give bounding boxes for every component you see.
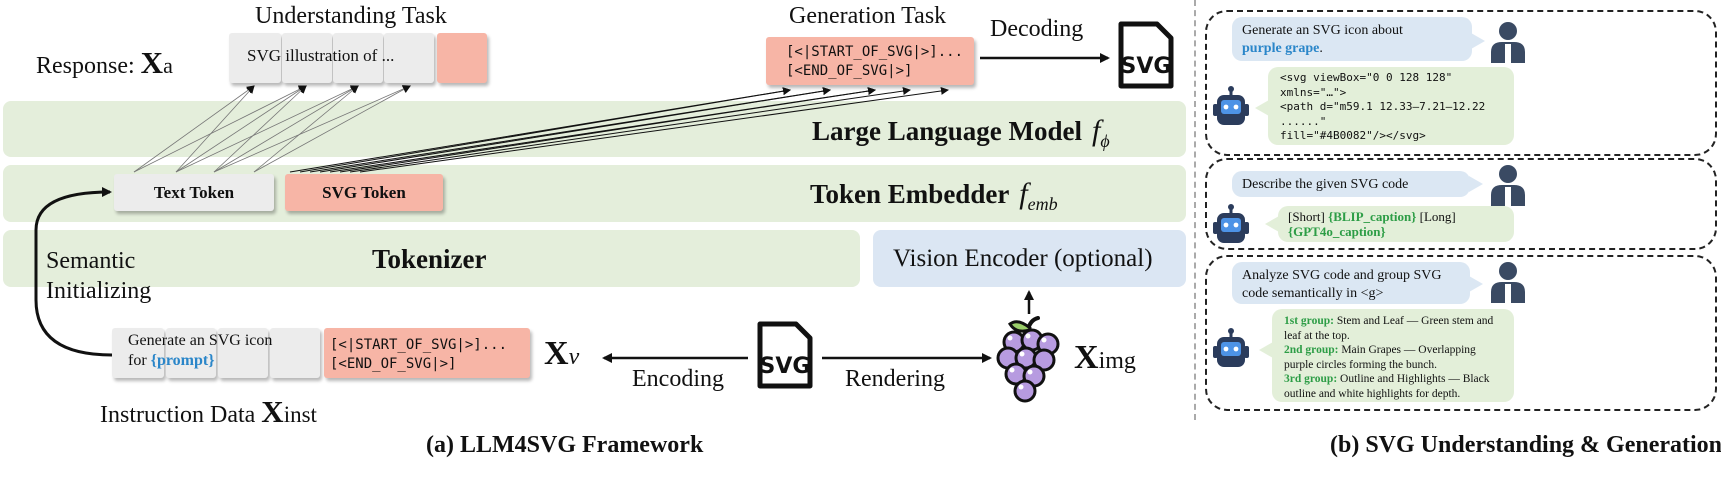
tokenizer-band [3, 230, 860, 287]
instruction-text: Generate an SVG icon for {prompt} [128, 332, 273, 369]
text-token [114, 174, 274, 211]
understanding-output-text: SVG illustration of ... [247, 46, 395, 65]
chat1-bot-tail [1255, 100, 1269, 116]
generation-task-label: Generation Task [789, 3, 947, 29]
user-avatar-icon-3 [1488, 260, 1528, 304]
understanding-token-2 [282, 33, 332, 83]
vision-encoder-band [873, 230, 1186, 287]
text-token-label: Text Token [153, 183, 235, 202]
robot-icon-2 [1211, 204, 1251, 248]
robot-icon-3 [1211, 328, 1251, 372]
rendering-label: Rendering [845, 366, 945, 392]
instruction-token-2 [166, 328, 216, 378]
caption-understanding-generation: (b) SVG Understanding & Generation [1330, 432, 1721, 458]
svg-text:SVG: SVG [1121, 54, 1172, 79]
instruction-token-4 [270, 328, 320, 378]
understanding-token-end [437, 33, 487, 83]
svg-token [285, 174, 443, 211]
chat3-user-bubble: Analyze SVG code and group SVG code sema… [1232, 262, 1470, 304]
caption-framework: (a) LLM4SVG Framework [426, 432, 704, 458]
panel-divider [1194, 0, 1196, 420]
chat2-bot-tail [1265, 216, 1279, 232]
chat-generation-box [1205, 10, 1717, 156]
semantic-initializing-label: Semantic Initializing [46, 248, 152, 304]
understanding-token-3 [333, 33, 383, 83]
grape-icon [996, 316, 1062, 404]
response-label: Response: Xa [36, 45, 173, 80]
llm-band [3, 101, 1186, 157]
chat2-user-tail [1469, 176, 1483, 192]
chat3-user-tail [1469, 276, 1483, 292]
chat-analyze-box [1205, 255, 1717, 411]
understanding-token-1 [229, 33, 281, 83]
svg-text:SVG: SVG [760, 354, 811, 379]
instruction-token-3 [218, 328, 268, 378]
svg-file-icon-top: SVG [1115, 20, 1175, 90]
encoding-label: Encoding [632, 366, 724, 392]
instruction-data-label: Instruction Data Xinst [100, 394, 317, 429]
chat1-user-tail [1471, 33, 1485, 49]
chat2-user-bubble: Describe the given SVG code [1232, 171, 1470, 197]
understanding-token-4 [384, 33, 434, 83]
chat3-bot-bubble: 1st group: Stem and Leaf — Green stem an… [1272, 309, 1514, 402]
instruction-token-1 [112, 328, 164, 378]
user-avatar-icon-2 [1488, 163, 1528, 207]
instruction-svg-tokens [324, 328, 530, 378]
robot-icon-1 [1211, 86, 1251, 130]
chat2-bot-bubble: [Short] {BLIP_caption} [Long]{GPT4o_capt… [1278, 206, 1514, 242]
ximg-symbol: Ximg [1074, 339, 1136, 376]
understanding-task-label: Understanding Task [255, 3, 447, 29]
xv-symbol: Xv [544, 335, 580, 372]
chat1-bot-code: <svg viewBox="0 0 128 128" xmlns="…"> <p… [1268, 67, 1514, 145]
chat-describe-box [1205, 158, 1717, 250]
generation-output-tokens [766, 37, 974, 85]
generation-output-text: [<|START_OF_SVG|>]... [<END_OF_SVG|>] [786, 44, 964, 79]
decoding-label: Decoding [990, 16, 1084, 42]
chat3-bot-tail [1259, 342, 1273, 358]
vision-encoder-label: Vision Encoder (optional) [893, 245, 1153, 272]
svg-file-icon-bottom: SVG [754, 320, 814, 390]
framework-connectors [34, 53, 1110, 363]
instruction-svg-text: [<|START_OF_SVG|>]... [<END_OF_SVG|>] [330, 337, 508, 372]
user-avatar-icon-1 [1488, 20, 1528, 64]
svg-token-label: SVG Token [322, 183, 406, 202]
tokenizer-title: Tokenizer [372, 244, 487, 274]
